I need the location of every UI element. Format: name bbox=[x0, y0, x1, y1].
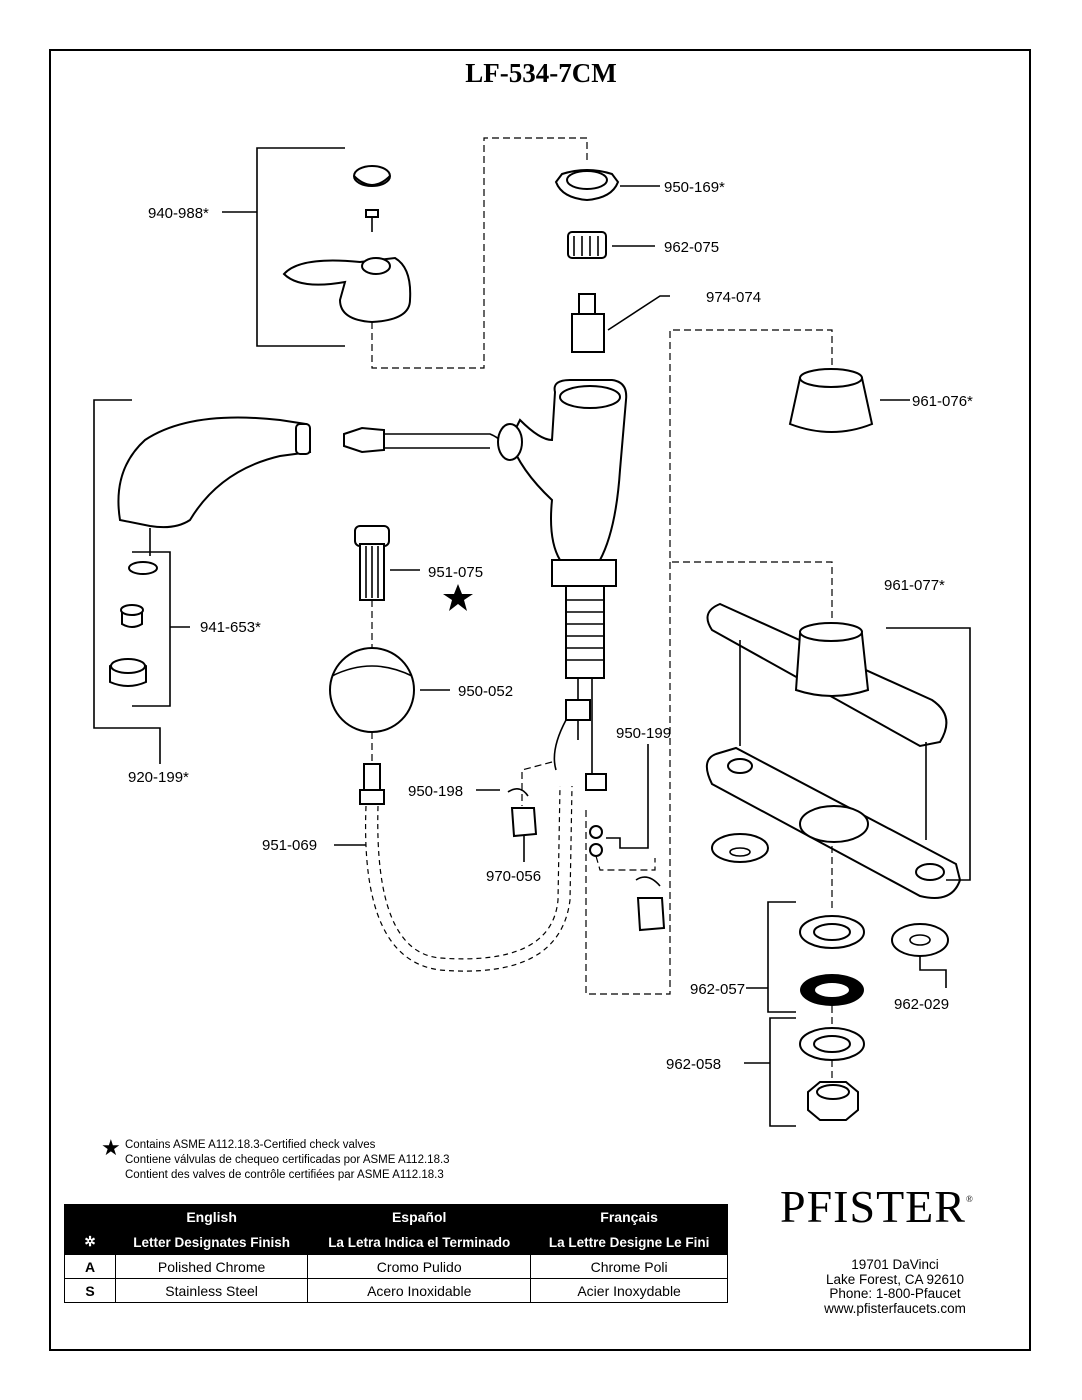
header-french: Français bbox=[530, 1204, 728, 1230]
label-950-199: 950-199 bbox=[616, 725, 671, 742]
header-english: English bbox=[114, 1204, 309, 1230]
address-line-1: 19701 DaVinci bbox=[851, 1257, 939, 1272]
finish-fr: Chrome Poli bbox=[530, 1254, 728, 1279]
handle-assembly-group bbox=[222, 137, 588, 369]
label-974-074: 974-074 bbox=[706, 289, 761, 306]
finish-code: S bbox=[64, 1278, 116, 1303]
certification-notes: ★ Contains ASME A112.18.3-Certified chec… bbox=[101, 1135, 450, 1183]
deck-plate bbox=[672, 368, 971, 908]
finish-es: Acero Inoxidable bbox=[307, 1278, 532, 1303]
model-title: LF-534-7CM bbox=[465, 58, 617, 88]
phone-number: Phone: 1-800-Pfaucet bbox=[829, 1286, 961, 1301]
label-961-076: 961-076* bbox=[912, 393, 973, 410]
label-970-056: 970-056 bbox=[486, 868, 541, 885]
pfister-logo: Pfister® bbox=[780, 1181, 974, 1232]
cartridge-stack bbox=[554, 169, 670, 353]
finish-header-blank bbox=[64, 1204, 116, 1230]
website-link: www.pfisterfaucets.com bbox=[824, 1300, 966, 1316]
label-962-057: 962-057 bbox=[690, 981, 745, 998]
label-962-029: 962-029 bbox=[894, 996, 949, 1013]
faucet-body bbox=[508, 379, 628, 791]
finish-table: English Español Français ✲ Letter Design… bbox=[64, 1204, 728, 1303]
finish-fr: Acier Inoxydable bbox=[530, 1278, 728, 1303]
label-950-052: 950-052 bbox=[458, 683, 513, 700]
note-english: Contains ASME A112.18.3-Certified check … bbox=[125, 1139, 376, 1151]
finish-code: A bbox=[64, 1254, 116, 1279]
label-951-069: 951-069 bbox=[262, 837, 317, 854]
spray-head bbox=[117, 416, 523, 529]
address-line-2: Lake Forest, CA 92610 bbox=[825, 1271, 965, 1287]
label-941-653: 941-653* bbox=[200, 619, 261, 636]
note-spanish: Contiene válvulas de chequeo certificada… bbox=[125, 1154, 450, 1166]
label-920-199: 920-199* bbox=[128, 769, 189, 786]
page-border bbox=[49, 49, 1031, 1351]
subheader-spanish: La Letra Indica el Terminado bbox=[307, 1229, 532, 1255]
finish-en: Polished Chrome bbox=[114, 1254, 309, 1279]
star-icon: ★ bbox=[101, 1135, 121, 1160]
label-961-077: 961-077* bbox=[884, 577, 945, 594]
label-962-058: 962-058 bbox=[666, 1056, 721, 1073]
table-row: A Polished Chrome Cromo Pulido Chrome Po… bbox=[64, 1254, 728, 1279]
subheader-french: La Lettre Designe Le Fini bbox=[530, 1229, 728, 1255]
small-hardware bbox=[476, 329, 833, 995]
hose bbox=[334, 785, 573, 972]
finish-symbol-icon: ✲ bbox=[64, 1229, 116, 1255]
label-962-075: 962-075 bbox=[664, 239, 719, 256]
company-address: 19701 DaVinci Lake Forest, CA 92610 Phon… bbox=[790, 1257, 1000, 1316]
finish-es: Cromo Pulido bbox=[307, 1254, 532, 1279]
table-row: S Stainless Steel Acero Inoxidable Acier… bbox=[64, 1278, 728, 1303]
label-950-198: 950-198 bbox=[408, 783, 463, 800]
label-950-169: 950-169* bbox=[664, 179, 725, 196]
finish-en: Stainless Steel bbox=[114, 1278, 309, 1303]
label-951-075: 951-075 bbox=[428, 564, 483, 581]
mounting-hardware bbox=[744, 901, 949, 1127]
subheader-english: Letter Designates Finish bbox=[114, 1229, 309, 1255]
label-940-988: 940-988* bbox=[148, 205, 209, 222]
check-valve-and-weight bbox=[329, 525, 473, 805]
note-french: Contient des valves de contrôle certifié… bbox=[125, 1169, 444, 1181]
spray-brackets bbox=[93, 399, 190, 764]
header-spanish: Español bbox=[307, 1204, 532, 1230]
